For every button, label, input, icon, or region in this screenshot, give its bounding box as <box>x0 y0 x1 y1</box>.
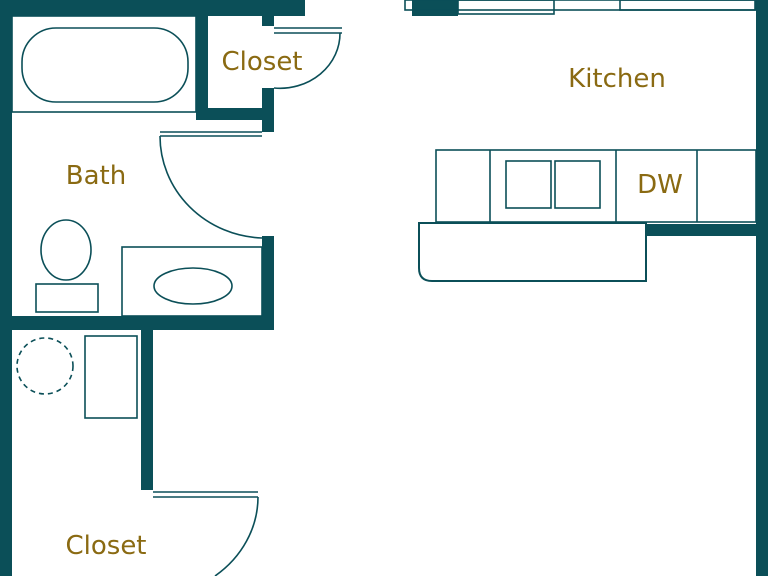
appliance-label-dishwasher: DW <box>637 170 683 200</box>
room-label-kitchen: Kitchen <box>568 64 666 94</box>
wall-right <box>756 0 768 576</box>
kitchen-sink-right <box>554 160 601 209</box>
wall-kitchen-partition <box>646 224 756 236</box>
laundry-unit <box>84 335 138 419</box>
bath-door-swing <box>159 135 263 239</box>
water-heater <box>16 337 74 395</box>
wall-left <box>0 0 12 576</box>
wall-top-left <box>0 0 305 16</box>
kitchen-range <box>457 0 555 15</box>
wall-closet-right-lower <box>262 88 274 132</box>
wall-bath-right <box>262 236 274 330</box>
room-label-closet-top: Closet <box>221 47 302 77</box>
fixtures <box>11 0 757 576</box>
kitchen-sink-left <box>505 160 552 209</box>
room-label-bath: Bath <box>66 161 126 191</box>
room-label-closet-bottom: Closet <box>65 531 146 561</box>
wall-closet-bottom <box>196 108 274 120</box>
vanity-sink <box>153 267 233 305</box>
wall-bath-bottom <box>0 316 274 330</box>
wall-closet-right-upper <box>262 16 274 26</box>
kitchen-counter-top <box>404 0 756 11</box>
closet-door-top-swing <box>273 32 341 90</box>
bathtub-basin <box>21 27 189 103</box>
kitchen-island <box>418 222 647 282</box>
wall-top-right-stub <box>412 0 458 16</box>
wall-closet-left <box>196 16 208 120</box>
toilet-bowl <box>40 219 92 281</box>
vanity-counter <box>121 246 263 317</box>
bathtub-outline <box>11 15 197 113</box>
kitchen-fridge <box>619 0 757 11</box>
toilet-tank <box>35 283 99 313</box>
closet-door-bottom-swing <box>214 496 259 576</box>
wall-lower-closet <box>141 330 153 490</box>
